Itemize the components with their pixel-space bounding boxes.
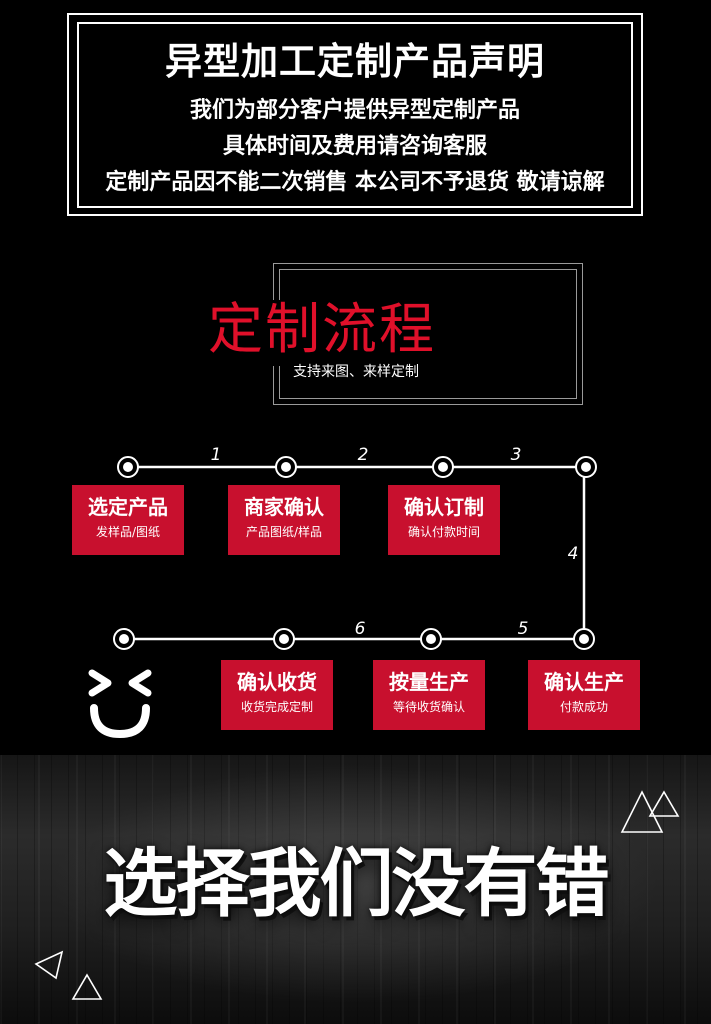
flow-node bbox=[113, 628, 135, 650]
step-title: 确认生产 bbox=[544, 670, 624, 694]
flow-node bbox=[573, 628, 595, 650]
step-box-select-product: 选定产品 发样品/图纸 bbox=[72, 485, 184, 555]
section-subtitle: 支持来图、来样定制 bbox=[293, 364, 419, 380]
notice-line-1: 我们为部分客户提供异型定制产品 bbox=[189, 98, 520, 123]
banner-glow bbox=[0, 755, 711, 1024]
notice-frame-inner bbox=[77, 22, 633, 208]
slogan-text: 选择我们没有错 bbox=[103, 841, 610, 927]
flow-node bbox=[575, 456, 597, 478]
notice-frame-outer bbox=[67, 13, 643, 216]
flow-node bbox=[420, 628, 442, 650]
notice-line-2: 具体时间及费用请咨询客服 bbox=[222, 134, 487, 159]
notice-title: 异型加工定制产品声明 bbox=[165, 40, 545, 83]
flow-connector-lines bbox=[124, 465, 586, 641]
triangle-outline-icon bbox=[71, 973, 103, 1000]
step-box-confirm-order: 确认订制 确认付款时间 bbox=[388, 485, 500, 555]
triangle-outline-icon bbox=[620, 790, 680, 833]
step-number-3: 3 bbox=[510, 445, 522, 465]
step-box-mass-production: 按量生产 等待收货确认 bbox=[373, 660, 485, 730]
step-number-1: 1 bbox=[210, 445, 222, 465]
smiley-face-icon bbox=[88, 669, 152, 739]
step-box-confirm-production: 确认生产 付款成功 bbox=[528, 660, 640, 730]
step-subtitle: 付款成功 bbox=[559, 700, 608, 714]
step-title: 按量生产 bbox=[389, 670, 469, 694]
flow-node bbox=[275, 456, 297, 478]
step-subtitle: 收货完成定制 bbox=[240, 700, 313, 714]
flow-node bbox=[432, 456, 454, 478]
triangle-outline-icon bbox=[34, 950, 64, 980]
step-subtitle: 产品图纸/样品 bbox=[245, 525, 323, 539]
step-number-6: 6 bbox=[354, 619, 366, 639]
notice-line-3: 定制产品因不能二次销售 本公司不予退货 敬请谅解 bbox=[105, 170, 605, 195]
section-title: 定制流程 bbox=[208, 297, 437, 361]
flow-node bbox=[117, 456, 139, 478]
bottom-banner bbox=[0, 755, 711, 1024]
step-box-merchant-confirm: 商家确认 产品图纸/样品 bbox=[228, 485, 340, 555]
flow-node bbox=[273, 628, 295, 650]
step-title: 确认订制 bbox=[404, 495, 484, 519]
heading-frame-mask bbox=[205, 300, 455, 366]
step-number-5: 5 bbox=[517, 619, 529, 639]
step-subtitle: 发样品/图纸 bbox=[95, 525, 161, 539]
step-subtitle: 等待收货确认 bbox=[392, 700, 465, 714]
step-subtitle: 确认付款时间 bbox=[407, 525, 480, 539]
step-number-4: 4 bbox=[567, 544, 579, 564]
flow-path-line bbox=[124, 465, 586, 641]
step-number-2: 2 bbox=[357, 445, 369, 465]
step-box-confirm-receipt: 确认收货 收货完成定制 bbox=[221, 660, 333, 730]
step-title: 商家确认 bbox=[244, 495, 324, 519]
step-title: 确认收货 bbox=[237, 670, 317, 694]
step-title: 选定产品 bbox=[88, 495, 168, 519]
